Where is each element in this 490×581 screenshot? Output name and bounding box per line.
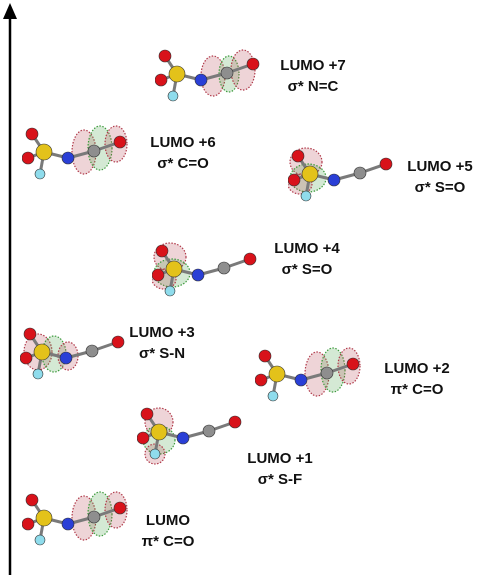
nitrogen-atom <box>61 151 75 165</box>
carbon-atom <box>87 144 101 158</box>
label-lumo-1: LUMO +1 σ* S-F <box>225 448 335 490</box>
fluorine-atom <box>300 190 312 202</box>
character-lumo-3: σ* S-N <box>138 345 186 362</box>
nitrogen-atom <box>61 517 75 531</box>
character-lumo-2: π* C=O <box>390 381 444 398</box>
nitrogen-atom <box>191 268 205 282</box>
sulfur-atom <box>301 165 319 183</box>
orbital-lumo <box>22 491 128 546</box>
oxygen-atom <box>379 157 393 171</box>
character-lumo-1: σ* S-F <box>257 471 303 488</box>
character-lumo-6: σ* C=O <box>157 155 209 172</box>
sulfur-atom <box>168 65 186 83</box>
fluorine-atom <box>149 448 161 460</box>
carbon-atom <box>320 366 334 380</box>
oxygen-atom <box>113 501 127 515</box>
sulfur-atom <box>35 509 53 527</box>
title-lumo-1: LUMO +1 <box>247 450 313 467</box>
oxygen-atom <box>155 73 168 87</box>
carbon-atom <box>85 344 99 358</box>
carbon-atom <box>220 66 234 80</box>
label-lumo-7: LUMO +7 σ* N=C <box>258 55 368 97</box>
title-lumo-4: LUMO +4 <box>274 240 340 257</box>
character-lumo: π* C=O <box>141 533 195 550</box>
title-lumo-5: LUMO +5 <box>407 158 473 175</box>
nitrogen-atom <box>327 173 341 187</box>
sulfur-atom <box>268 365 286 383</box>
oxygen-atom <box>152 268 165 282</box>
label-lumo: LUMO π* C=O <box>118 510 218 552</box>
oxygen-atom <box>155 244 169 258</box>
fluorine-atom <box>32 368 44 380</box>
oxygen-atom <box>25 127 39 141</box>
oxygen-atom <box>111 335 125 349</box>
label-lumo-6: LUMO +6 σ* C=O <box>128 132 238 174</box>
oxygen-atom <box>243 252 257 266</box>
character-lumo-4: σ* S=O <box>281 261 333 278</box>
oxygen-atom <box>140 407 154 421</box>
sulfur-atom <box>35 143 53 161</box>
orbital-lumo-1 <box>137 407 242 465</box>
sulfur-atom <box>165 260 183 278</box>
orbital-lumo-7 <box>155 49 260 102</box>
fluorine-atom <box>34 168 46 180</box>
fluorine-atom <box>34 534 46 546</box>
title-lumo-2: LUMO +2 <box>384 360 450 377</box>
oxygen-atom <box>255 373 268 387</box>
oxygen-atom <box>22 517 35 531</box>
oxygen-atom <box>158 49 172 63</box>
oxygen-atom <box>22 151 35 165</box>
carbon-atom <box>202 424 216 438</box>
carbon-atom <box>87 510 101 524</box>
label-lumo-4: LUMO +4 σ* S=O <box>252 238 362 280</box>
oxygen-atom <box>23 327 37 341</box>
orbital-lumo-6 <box>22 125 128 180</box>
label-lumo-5: LUMO +5 σ* S=O <box>392 156 488 198</box>
carbon-atom <box>353 166 367 180</box>
label-lumo-3: LUMO +3 σ* S-N <box>112 322 212 364</box>
nitrogen-atom <box>176 431 190 445</box>
oxygen-atom <box>346 357 360 371</box>
nitrogen-atom <box>294 373 308 387</box>
nitrogen-atom <box>59 351 73 365</box>
orbital-lumo-5 <box>288 147 393 202</box>
fluorine-atom <box>164 285 176 297</box>
title-lumo: LUMO <box>145 512 191 529</box>
fluorine-atom <box>267 390 279 402</box>
sulfur-atom <box>150 423 168 441</box>
character-lumo-7: σ* N=C <box>287 78 339 95</box>
oxygen-atom <box>137 431 150 445</box>
orbital-lumo-4 <box>152 242 257 297</box>
title-lumo-3: LUMO +3 <box>129 324 195 341</box>
energy-axis <box>3 3 17 575</box>
oxygen-atom <box>228 415 242 429</box>
arrow-head <box>3 3 17 19</box>
oxygen-atom <box>291 149 305 163</box>
orbital-lumo-2 <box>255 347 361 402</box>
title-lumo-6: LUMO +6 <box>150 134 216 151</box>
oxygen-atom <box>20 351 33 365</box>
oxygen-atom <box>258 349 272 363</box>
fluorine-atom <box>167 90 179 102</box>
title-lumo-7: LUMO +7 <box>280 57 346 74</box>
oxygen-atom <box>246 57 260 71</box>
orbital-lumo-3 <box>20 327 125 380</box>
carbon-atom <box>217 261 231 275</box>
oxygen-atom <box>288 173 301 187</box>
label-lumo-2: LUMO +2 π* C=O <box>362 358 472 400</box>
nitrogen-atom <box>194 73 208 87</box>
sulfur-atom <box>33 343 51 361</box>
oxygen-atom <box>25 493 39 507</box>
oxygen-atom <box>113 135 127 149</box>
character-lumo-5: σ* S=O <box>414 179 466 196</box>
